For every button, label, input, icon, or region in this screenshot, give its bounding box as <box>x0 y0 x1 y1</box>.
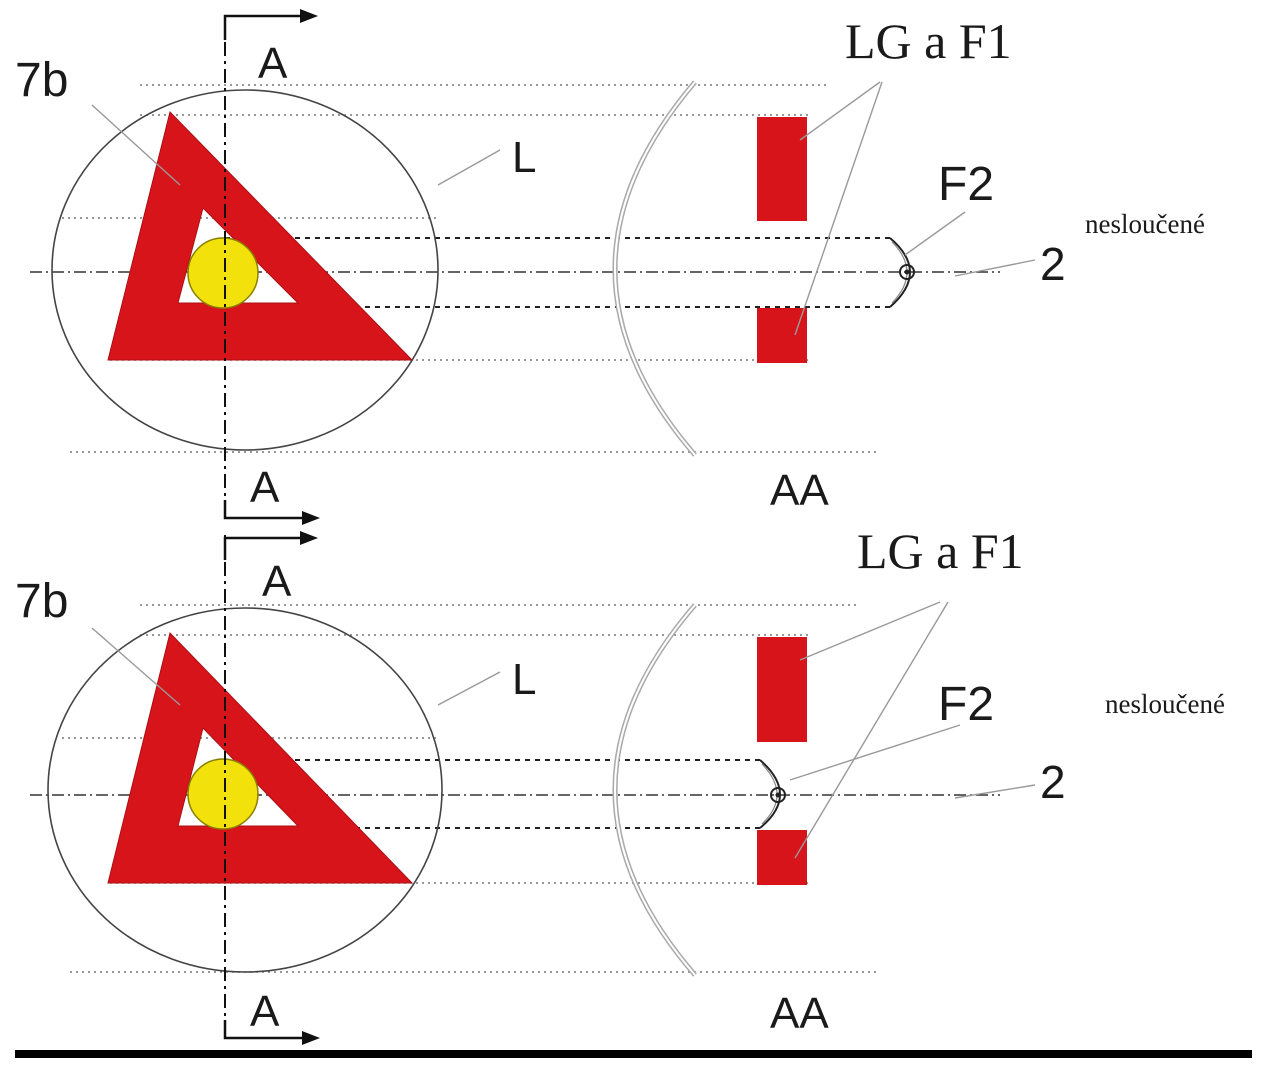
group-label: LG a F1 <box>857 523 1024 579</box>
group-label: LG a F1 <box>845 13 1012 69</box>
state-label: nesloučené <box>1105 689 1225 719</box>
leader-lines <box>91 81 1036 336</box>
panel-2: A A 7b L LG a F1 F2 2 nesloučené AA <box>15 523 1225 1045</box>
red-block-upper <box>757 637 807 742</box>
eye-icon <box>759 759 786 829</box>
section-label-bottom: A <box>250 987 280 1036</box>
leader-lines <box>91 601 1036 859</box>
yellow-disk <box>187 237 259 309</box>
guide-lines <box>62 84 880 453</box>
state-label: nesloučené <box>1085 209 1205 239</box>
red-block-lower <box>757 830 807 885</box>
outer-circle <box>51 89 439 451</box>
arrow-head-bottom <box>302 1031 320 1045</box>
lens-curve-inner <box>614 81 696 456</box>
eye-icon <box>889 237 915 308</box>
red-triangle <box>107 111 414 361</box>
section-label-top: A <box>258 39 288 88</box>
red-triangle <box>107 632 414 884</box>
arrow-head-top <box>300 9 318 23</box>
yellow-disk <box>187 758 259 830</box>
lens-curve-inner <box>614 604 696 976</box>
axis-label: 2 <box>1040 238 1066 290</box>
section-arrow-top <box>223 536 300 560</box>
view-label: AA <box>770 466 829 515</box>
red-block-lower <box>757 308 807 363</box>
section-arrow-bottom <box>223 1020 302 1040</box>
outer-circle <box>47 607 443 973</box>
panel-1: A A 7b L LG a F1 F2 2 nesloučené AA <box>15 9 1205 525</box>
view-label: AA <box>770 989 829 1038</box>
arrow-head-top <box>300 531 318 545</box>
part-label: 7b <box>15 575 68 628</box>
guide-lines <box>62 604 880 973</box>
section-arrow-bottom <box>223 500 302 520</box>
axis-label: 2 <box>1040 756 1066 808</box>
eye-label: F2 <box>938 678 994 731</box>
red-block-upper <box>757 117 807 221</box>
eye-label: F2 <box>938 158 994 211</box>
lens-label: L <box>512 655 536 704</box>
lens-label: L <box>512 133 536 182</box>
section-label-bottom: A <box>250 463 280 512</box>
section-label-top: A <box>262 557 292 606</box>
arrow-head-bottom <box>302 511 320 525</box>
part-label: 7b <box>15 54 68 107</box>
bottom-rule <box>15 1050 1252 1058</box>
section-arrow-top <box>223 14 300 40</box>
